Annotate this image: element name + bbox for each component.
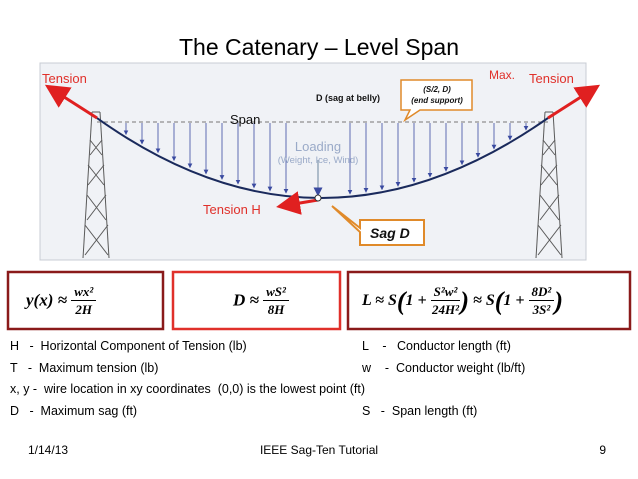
- footer-title: IEEE Sag-Ten Tutorial: [259, 443, 379, 457]
- eq3-denominator-2: 3S²: [532, 302, 551, 317]
- eq3-box: [346, 270, 632, 331]
- eq2-fraction: wS² 8H: [263, 284, 289, 319]
- page-number: 9: [599, 443, 606, 457]
- legend-d: D - Maximum sag (ft): [10, 404, 138, 418]
- eq3-fraction-1: S²w² 24H²: [430, 284, 461, 319]
- eq1-fraction: wx² 2H: [71, 284, 97, 319]
- end-support-callout: [400, 79, 473, 123]
- sag-d-callout: [331, 205, 425, 246]
- tension-right-label: Tension: [529, 71, 574, 86]
- eq3-denominator-1: 24H²: [432, 302, 460, 317]
- sag-at-belly-label: D (sag at belly): [316, 93, 380, 103]
- max-label: Max.: [489, 68, 515, 82]
- legend-h: H - Horizontal Component of Tension (lb): [10, 339, 247, 353]
- eq2-denominator: 8H: [267, 302, 285, 317]
- legend-xy: x, y - wire location in xy coordinates (…: [10, 382, 365, 396]
- diagram-background: [39, 62, 587, 261]
- tension-left-label: Tension: [42, 71, 87, 86]
- eq1-box: [6, 270, 165, 331]
- equation-y: y(x) ≈ wx² 2H: [26, 284, 97, 319]
- legend-w: w - Conductor weight (lb/ft): [362, 361, 526, 375]
- eq3-numerator-1: S²w²: [430, 284, 461, 301]
- loading-sub-label: (Weight, Ice, Wind): [278, 155, 359, 166]
- lowest-point-marker: [314, 194, 322, 202]
- end-support-label-1: (S/2, D): [423, 85, 451, 94]
- eq3-fraction-2: 8D² 3S²: [528, 284, 555, 319]
- legend-t: T - Maximum tension (lb): [10, 361, 159, 375]
- eq1-denominator: 2H: [75, 302, 93, 317]
- end-support-label-2: (end support): [411, 96, 463, 105]
- slide-title: The Catenary – Level Span: [178, 34, 459, 60]
- legend-l: L - Conductor length (ft): [362, 339, 511, 353]
- left-tower-icon: [82, 111, 110, 259]
- sag-d-label: Sag D: [370, 225, 410, 241]
- tension-right-arrow: [547, 84, 601, 120]
- legend-s: S - Span length (ft): [362, 404, 478, 418]
- tension-h-arrow: [276, 191, 319, 215]
- load-arrows: [123, 123, 529, 195]
- eq2-numerator: wS²: [263, 284, 289, 301]
- span-label: Span: [230, 112, 260, 127]
- tension-left-arrow: [44, 84, 98, 120]
- loading-label: Loading: [295, 139, 341, 154]
- eq3-mid: ≈ S: [473, 292, 495, 310]
- eq1-numerator: wx²: [71, 284, 97, 301]
- eq3-numerator-2: 8D²: [528, 284, 555, 301]
- eq2-box: [171, 270, 342, 331]
- eq3-lhs: L ≈ S: [362, 292, 397, 310]
- footer-date: 1/14/13: [28, 443, 69, 457]
- right-tower-icon: [535, 111, 563, 259]
- eq2-lhs: D ≈: [233, 290, 259, 310]
- equation-d: D ≈ wS² 8H: [233, 284, 289, 319]
- eq1-lhs: y(x) ≈: [26, 290, 67, 310]
- tension-h-label: Tension H: [203, 202, 261, 217]
- equation-l: L ≈ S(1 + S²w² 24H² ) ≈ S(1 + 8D² 3S² ): [362, 284, 563, 319]
